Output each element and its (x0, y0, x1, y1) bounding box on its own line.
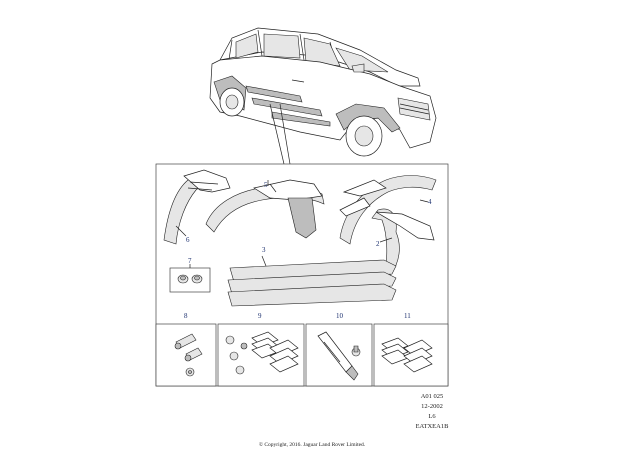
reference-revision: L6 (428, 413, 436, 420)
part-4-rear-wheel-arch (339, 175, 437, 245)
copyright-notice: © Copyright, 2016. Jaguar Land Rover Lim… (259, 441, 366, 448)
callout-7[interactable]: 7 (188, 257, 192, 265)
part-8-fixings (174, 333, 203, 377)
reference-date: 12-2002 (421, 403, 443, 410)
vehicle-illustration (209, 27, 437, 165)
callout-3[interactable]: 3 (262, 246, 266, 254)
callout-9[interactable]: 9 (258, 312, 262, 320)
callout-10[interactable]: 10 (336, 312, 344, 320)
callout-5[interactable]: 5 (264, 181, 268, 189)
part-6-rear-arch-extension (163, 169, 231, 245)
callout-8[interactable]: 8 (184, 312, 188, 320)
part-3-side-mouldings (227, 255, 397, 307)
part-8-box (155, 323, 217, 387)
part-9-kit (225, 331, 299, 375)
part-7-clips (177, 274, 203, 284)
callout-4[interactable]: 4 (428, 198, 432, 206)
callout-11[interactable]: 11 (404, 312, 411, 320)
callout-2[interactable]: 2 (376, 240, 380, 248)
part-5-front-wheel-arch (205, 179, 325, 239)
part-11-kit (381, 337, 433, 373)
callout-6[interactable]: 6 (186, 236, 190, 244)
part-7-box (169, 267, 211, 293)
reference-catalogue: EATXEA1B (416, 423, 450, 430)
part-2-front-arch-extension (371, 208, 435, 277)
part-10-adhesive-tube (317, 331, 361, 381)
reference-code: A01 025 (421, 393, 444, 400)
